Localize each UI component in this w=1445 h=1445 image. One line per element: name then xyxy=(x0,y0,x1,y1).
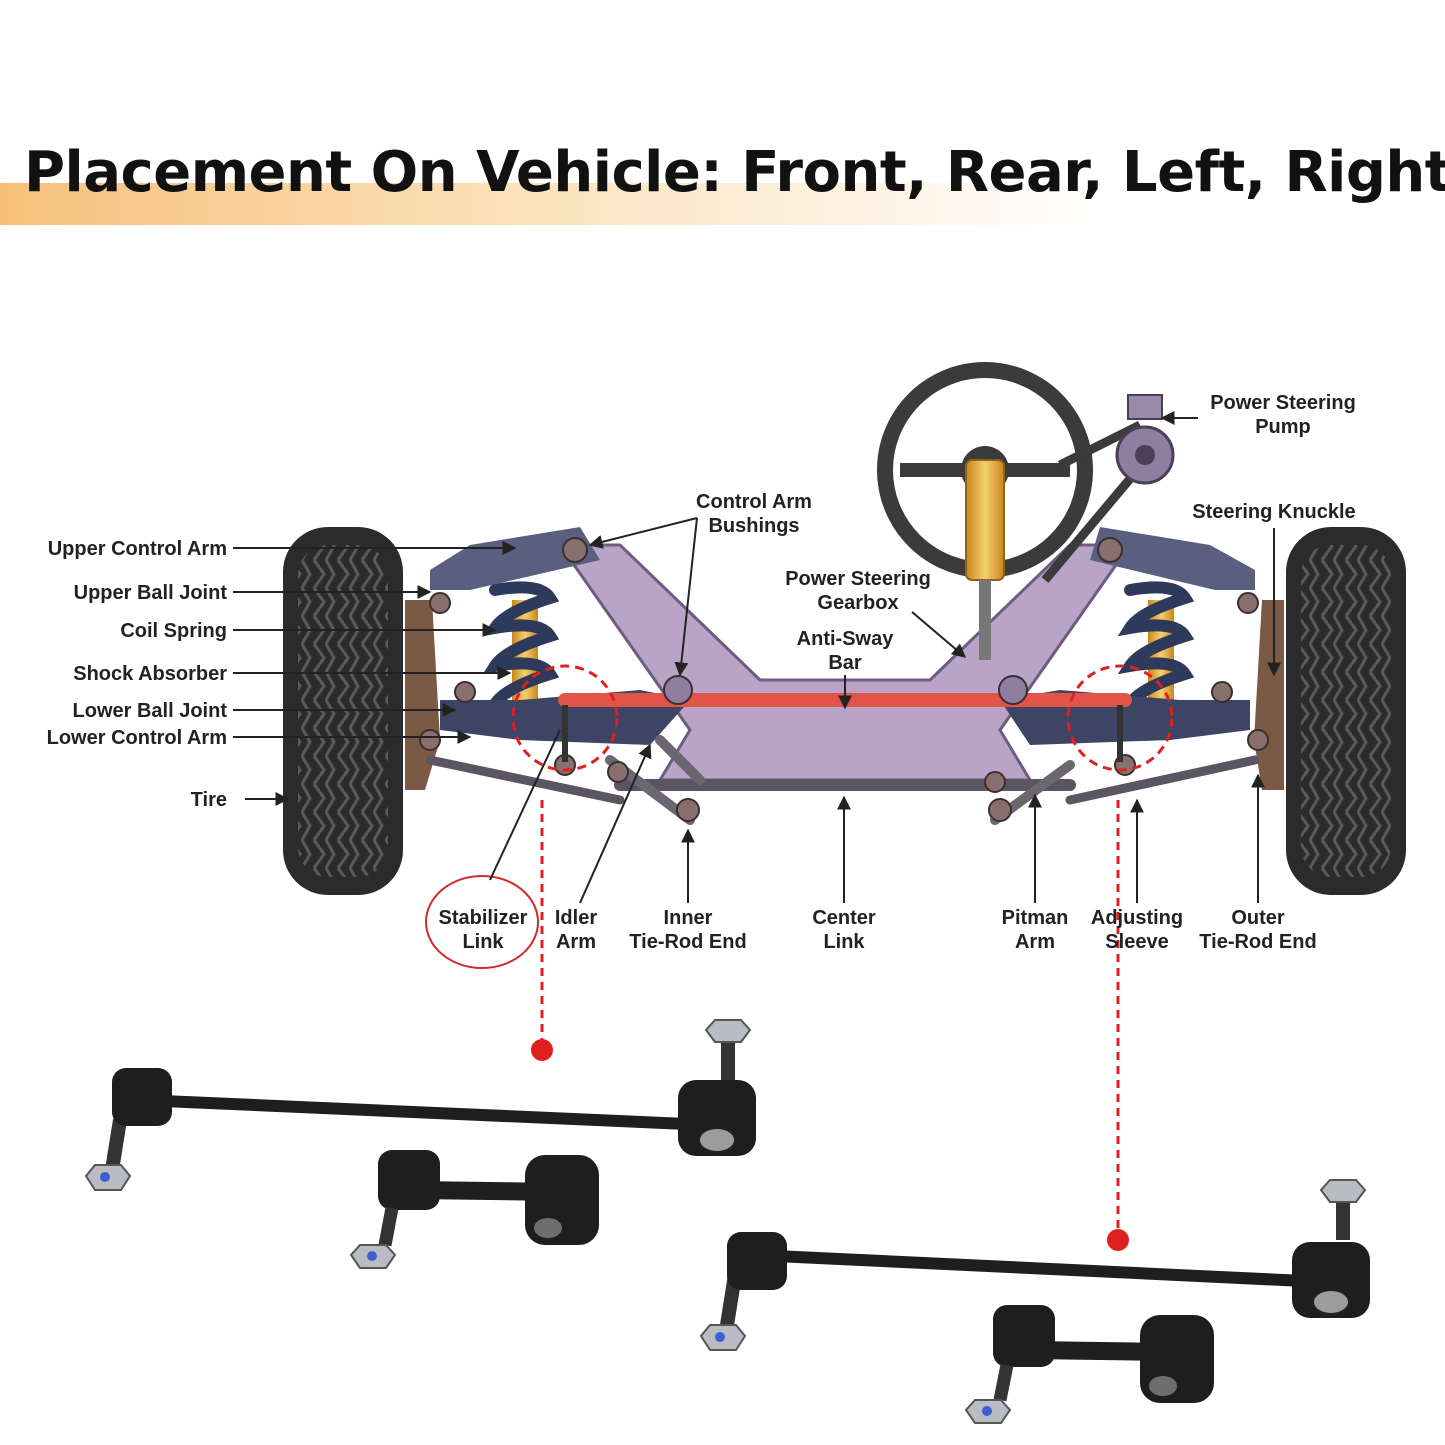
right-tie-rod xyxy=(1065,755,1260,805)
right-coil-spring xyxy=(1117,581,1195,710)
label-control-arm-bushings-line1: Control Arm xyxy=(696,491,812,513)
label-stabilizer-link-line1: Stabilizer xyxy=(439,907,528,929)
page-title: Placement On Vehicle: Front, Rear, Left,… xyxy=(24,140,1445,205)
right-upper-control-arm xyxy=(1090,527,1255,590)
label-inner-tie-rod-end-line2: Tie-Rod End xyxy=(629,931,746,953)
stabilizer-link-label-circle xyxy=(425,875,539,969)
bushings-and-joints xyxy=(419,537,1269,822)
right-tire xyxy=(1286,527,1406,895)
label-idler-arm-line2: Arm xyxy=(556,931,596,953)
left-guide-dot xyxy=(531,1039,553,1061)
right-guide-dot xyxy=(1107,1229,1129,1251)
label-idler-arm-line1: Idler xyxy=(555,907,597,929)
label-center-link-line1: Center xyxy=(812,907,876,929)
title-highlight-band xyxy=(0,183,1100,225)
label-upper-control-arm: Upper Control Arm xyxy=(48,538,227,560)
label-lower-control-arm: Lower Control Arm xyxy=(47,727,227,749)
product-long-stabilizer-link-right xyxy=(699,1179,1370,1351)
label-power-steering-gearbox-line2: Gearbox xyxy=(817,592,898,614)
label-steering-knuckle: Steering Knuckle xyxy=(1192,501,1355,523)
label-pitman-arm-line1: Pitman xyxy=(1002,907,1069,929)
product-short-stabilizer-link-right xyxy=(964,1305,1214,1424)
label-outer-tie-rod-end-line2: Tie-Rod End xyxy=(1199,931,1316,953)
label-power-steering-gearbox-line1: Power Steering xyxy=(785,568,931,590)
label-center-link-line2: Link xyxy=(823,931,865,953)
left-callouts: Upper Control Arm Upper Ball Joint Coil … xyxy=(47,538,517,811)
label-adjusting-sleeve-line2: Sleeve xyxy=(1105,931,1168,953)
left-tie-rod xyxy=(425,755,625,805)
label-inner-tie-rod-end-line1: Inner xyxy=(664,907,713,929)
label-outer-tie-rod-end-line1: Outer xyxy=(1231,907,1285,929)
label-shock-absorber: Shock Absorber xyxy=(73,663,227,685)
label-lower-ball-joint: Lower Ball Joint xyxy=(73,700,228,722)
product-short-stabilizer-link-left xyxy=(349,1150,599,1269)
label-anti-sway-bar-line2: Bar xyxy=(828,652,862,674)
steering-column xyxy=(965,459,1005,581)
label-pitman-arm-line2: Arm xyxy=(1015,931,1055,953)
label-upper-ball-joint: Upper Ball Joint xyxy=(74,582,228,604)
label-adjusting-sleeve-line1: Adjusting xyxy=(1091,907,1183,929)
label-control-arm-bushings-line2: Bushings xyxy=(708,515,799,537)
left-coil-spring xyxy=(482,581,560,710)
right-stabilizer-highlight xyxy=(1066,664,1174,772)
top-callouts: Control Arm Bushings Power Steering Gear… xyxy=(588,392,1356,710)
label-power-steering-pump-line1: Power Steering xyxy=(1210,392,1356,414)
label-tire: Tire xyxy=(191,789,227,811)
label-stabilizer-link-line2: Link xyxy=(462,931,504,953)
label-power-steering-pump-line2: Pump xyxy=(1255,416,1311,438)
product-long-stabilizer-link-left xyxy=(84,1019,756,1191)
power-steering-pump xyxy=(1115,394,1175,485)
bottom-callouts: Stabilizer Link Idler Arm Inner Tie-Rod … xyxy=(439,729,1317,953)
left-upper-control-arm xyxy=(430,527,600,590)
label-coil-spring: Coil Spring xyxy=(120,620,227,642)
left-stabilizer-highlight xyxy=(511,664,619,772)
label-anti-sway-bar-line1: Anti-Sway xyxy=(797,628,895,650)
